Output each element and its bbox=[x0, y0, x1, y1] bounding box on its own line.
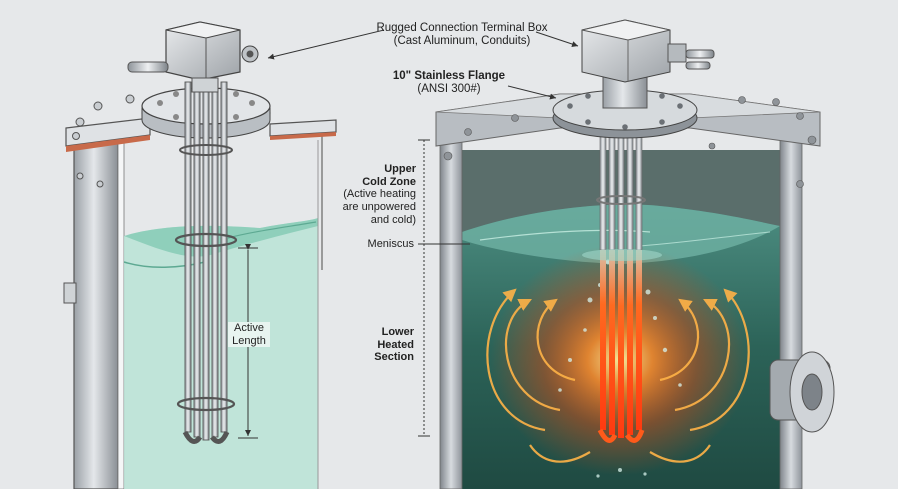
upper-zone-line-1: Upper bbox=[326, 163, 416, 176]
lower-line-3: Section bbox=[336, 351, 414, 364]
upper-zone-line-2: Cold Zone bbox=[326, 176, 416, 189]
flange-subtitle: (ANSI 300#) bbox=[380, 83, 518, 96]
terminal-box-subtitle: (Cast Aluminum, Conduits) bbox=[366, 35, 558, 48]
flange-title: 10" Stainless Flange bbox=[380, 70, 518, 83]
flange-label: 10" Stainless Flange (ANSI 300#) bbox=[380, 70, 518, 96]
lower-line-2: Heated bbox=[336, 339, 414, 352]
left-vessel bbox=[64, 22, 336, 489]
meniscus-label: Meniscus bbox=[336, 238, 414, 251]
terminal-box-label: Rugged Connection Terminal Box (Cast Alu… bbox=[366, 22, 558, 48]
terminal-box-title: Rugged Connection Terminal Box bbox=[366, 22, 558, 35]
upper-cold-zone-label: Upper Cold Zone (Active heating are unpo… bbox=[326, 163, 416, 226]
lower-heated-section-label: Lower Heated Section bbox=[336, 326, 414, 364]
upper-zone-note: (Active heating are unpowered and cold) bbox=[326, 188, 416, 226]
active-length-label: Active Length bbox=[228, 322, 270, 347]
lower-line-1: Lower bbox=[336, 326, 414, 339]
